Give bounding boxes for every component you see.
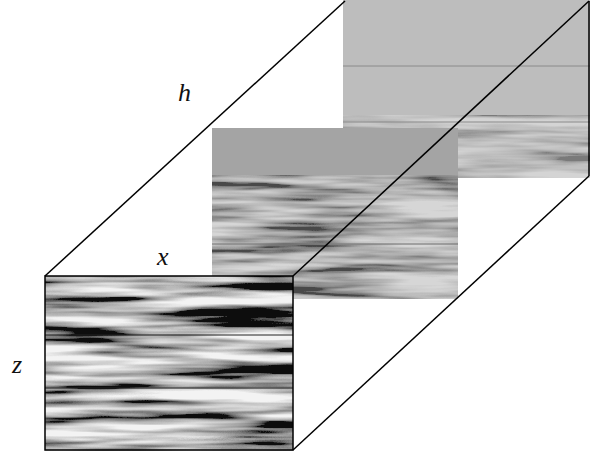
axis-label: x: [157, 244, 169, 270]
axis-label: h: [178, 80, 191, 106]
box-edges: [45, 1, 589, 450]
axis-label: z: [12, 352, 22, 378]
front-slice: [45, 276, 293, 451]
middle-slice: [212, 128, 458, 299]
